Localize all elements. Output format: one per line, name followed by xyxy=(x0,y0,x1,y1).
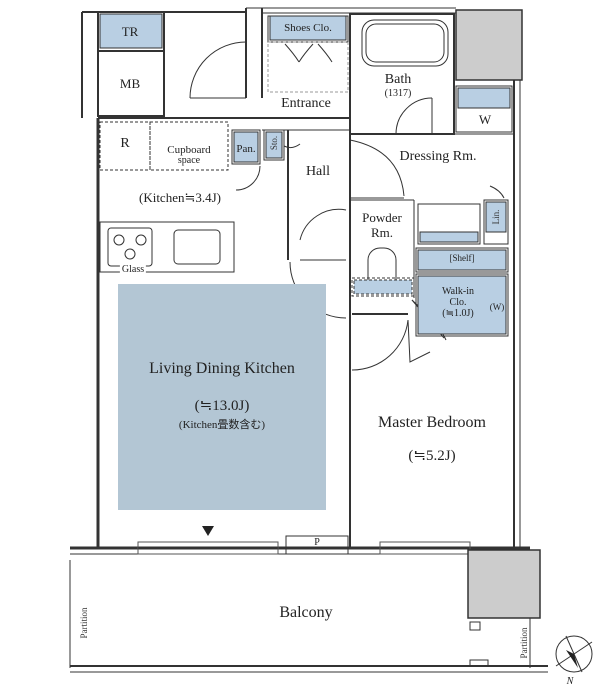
cupboard-space-label: space xyxy=(177,155,201,166)
walkin-closet-label-2: Clo. xyxy=(449,297,467,308)
ldk-label: Living Dining Kitchen xyxy=(149,360,295,377)
kitchen-size-label: (Kitchen≒3.4J) xyxy=(138,190,222,205)
bath-size-label: (1317) xyxy=(384,88,412,99)
bath-label: Bath xyxy=(384,72,412,87)
r-label: R xyxy=(120,136,130,151)
storage-label: Sto. xyxy=(269,135,279,151)
entrance-label: Entrance xyxy=(281,96,331,111)
cupboard-label: Cupboard xyxy=(167,144,211,156)
powder-room-label-2: Rm. xyxy=(370,225,394,240)
powder-room-label: Powder xyxy=(362,210,402,225)
mb-label: MB xyxy=(119,76,141,91)
walkin-closet-w: (W) xyxy=(489,302,505,312)
pantry-label: Pan. xyxy=(236,143,256,155)
master-bedroom-label: Master Bedroom xyxy=(378,414,486,431)
walkin-closet-label: Walk-in xyxy=(442,286,474,297)
w-label: W xyxy=(478,112,492,127)
master-bedroom-size: (≒5.2J) xyxy=(408,448,456,464)
partition-label-left: Partition xyxy=(79,607,89,639)
tr-label: TR xyxy=(121,24,139,39)
linen-label: Lin. xyxy=(491,209,501,225)
p-label: P xyxy=(314,537,320,548)
walkin-closet-size: (≒1.0J) xyxy=(442,308,474,319)
glass-label: Glass xyxy=(119,264,147,275)
ldk-size-label: (≒13.0J) xyxy=(194,398,250,414)
hall-label: Hall xyxy=(305,164,331,179)
north-arrow-label: N xyxy=(566,676,574,687)
shoes-closet-label: Shoes Clo. xyxy=(284,22,332,34)
balcony-label: Balcony xyxy=(279,604,333,621)
dressing-room-label: Dressing Rm. xyxy=(399,149,477,164)
ldk-note-label: (Kitchen畳数含む) xyxy=(178,419,266,431)
shelf-label: [Shelf] xyxy=(449,253,475,263)
partition-label-right: Partition xyxy=(519,627,529,659)
